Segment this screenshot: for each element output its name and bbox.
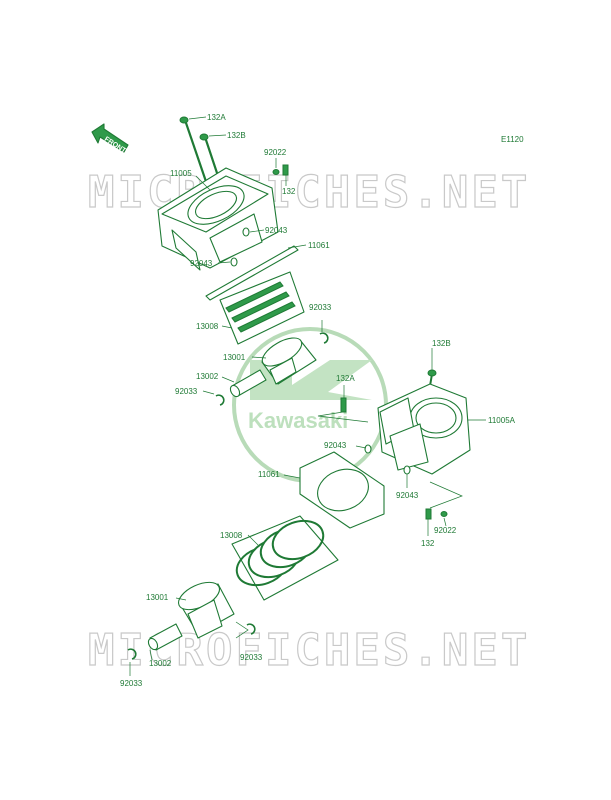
circlip-92033-c bbox=[246, 623, 256, 635]
label-13002-top: 13002 bbox=[196, 372, 219, 381]
label-11005: 11005 bbox=[170, 169, 192, 178]
circlip-92033-d bbox=[127, 648, 137, 660]
label-92033-d: 92033 bbox=[120, 679, 143, 688]
bolt-132-top bbox=[282, 164, 289, 176]
label-92033-top: 92033 bbox=[309, 303, 332, 312]
bolt-132-bottom bbox=[425, 508, 432, 520]
watermark-top: MICROFICHES.NET bbox=[88, 167, 530, 218]
label-92033-b: 92033 bbox=[175, 387, 198, 396]
label-13002-bottom: 13002 bbox=[149, 659, 172, 668]
part-labels: 132A 132B 92022 132 11005 92043 11061 92… bbox=[120, 113, 516, 688]
label-92043-b: 92043 bbox=[190, 259, 213, 268]
label-92033-c: 92033 bbox=[240, 653, 263, 662]
label-132-bottom: 132 bbox=[421, 539, 435, 548]
circlip-92033-top bbox=[319, 332, 329, 344]
label-92022-top: 92022 bbox=[264, 148, 287, 157]
diagram-code: E1120 bbox=[501, 135, 524, 144]
label-132b-right: 132B bbox=[432, 339, 451, 348]
label-13001-bottom: 13001 bbox=[146, 593, 169, 602]
piston-pin-13002-bottom bbox=[147, 623, 183, 651]
dowel-92043-c bbox=[364, 444, 372, 454]
label-92043-d: 92043 bbox=[396, 491, 419, 500]
cylinder-11005 bbox=[157, 167, 279, 271]
watermark-bottom: MICROFICHES.NET bbox=[88, 625, 530, 676]
label-11005a: 11005A bbox=[488, 416, 516, 425]
gasket-11061-mid bbox=[299, 451, 385, 529]
label-132a-top: 132A bbox=[207, 113, 226, 122]
label-13008-top: 13008 bbox=[196, 322, 219, 331]
washer-92022-right bbox=[440, 511, 448, 517]
label-13001-top: 13001 bbox=[223, 353, 246, 362]
stud-bolt-132a-mid bbox=[340, 397, 347, 413]
piston-13001-bottom bbox=[177, 581, 235, 639]
label-92043-a: 92043 bbox=[265, 226, 288, 235]
dowel-92043-b bbox=[230, 257, 238, 267]
circlip-92033-b bbox=[215, 394, 225, 406]
label-132b-top: 132B bbox=[227, 131, 246, 140]
label-132-top: 132 bbox=[282, 187, 296, 196]
washer-92022-top bbox=[272, 169, 280, 175]
brand-logo-text: Kawasaki bbox=[248, 408, 348, 433]
label-11061-mid: 11061 bbox=[258, 470, 280, 479]
gasket-11061-top bbox=[205, 245, 299, 301]
piston-rings-13008-top bbox=[219, 271, 305, 345]
leader-lines bbox=[129, 116, 486, 676]
piston-pin-13002-top bbox=[229, 369, 267, 398]
label-13008-bottom: 13008 bbox=[220, 531, 243, 540]
piston-rings-13008-bottom bbox=[231, 515, 339, 601]
dowel-92043-a bbox=[242, 227, 250, 237]
dowel-92043-d bbox=[403, 465, 411, 475]
label-92022-right: 92022 bbox=[434, 526, 457, 535]
label-132a-mid: 132A bbox=[336, 374, 355, 383]
piston-13001-top bbox=[261, 337, 317, 385]
cylinder-11005a bbox=[377, 383, 471, 475]
label-92043-c: 92043 bbox=[324, 441, 347, 450]
front-arrow-icon: FRONT bbox=[91, 123, 129, 155]
label-11061-top: 11061 bbox=[308, 241, 330, 250]
